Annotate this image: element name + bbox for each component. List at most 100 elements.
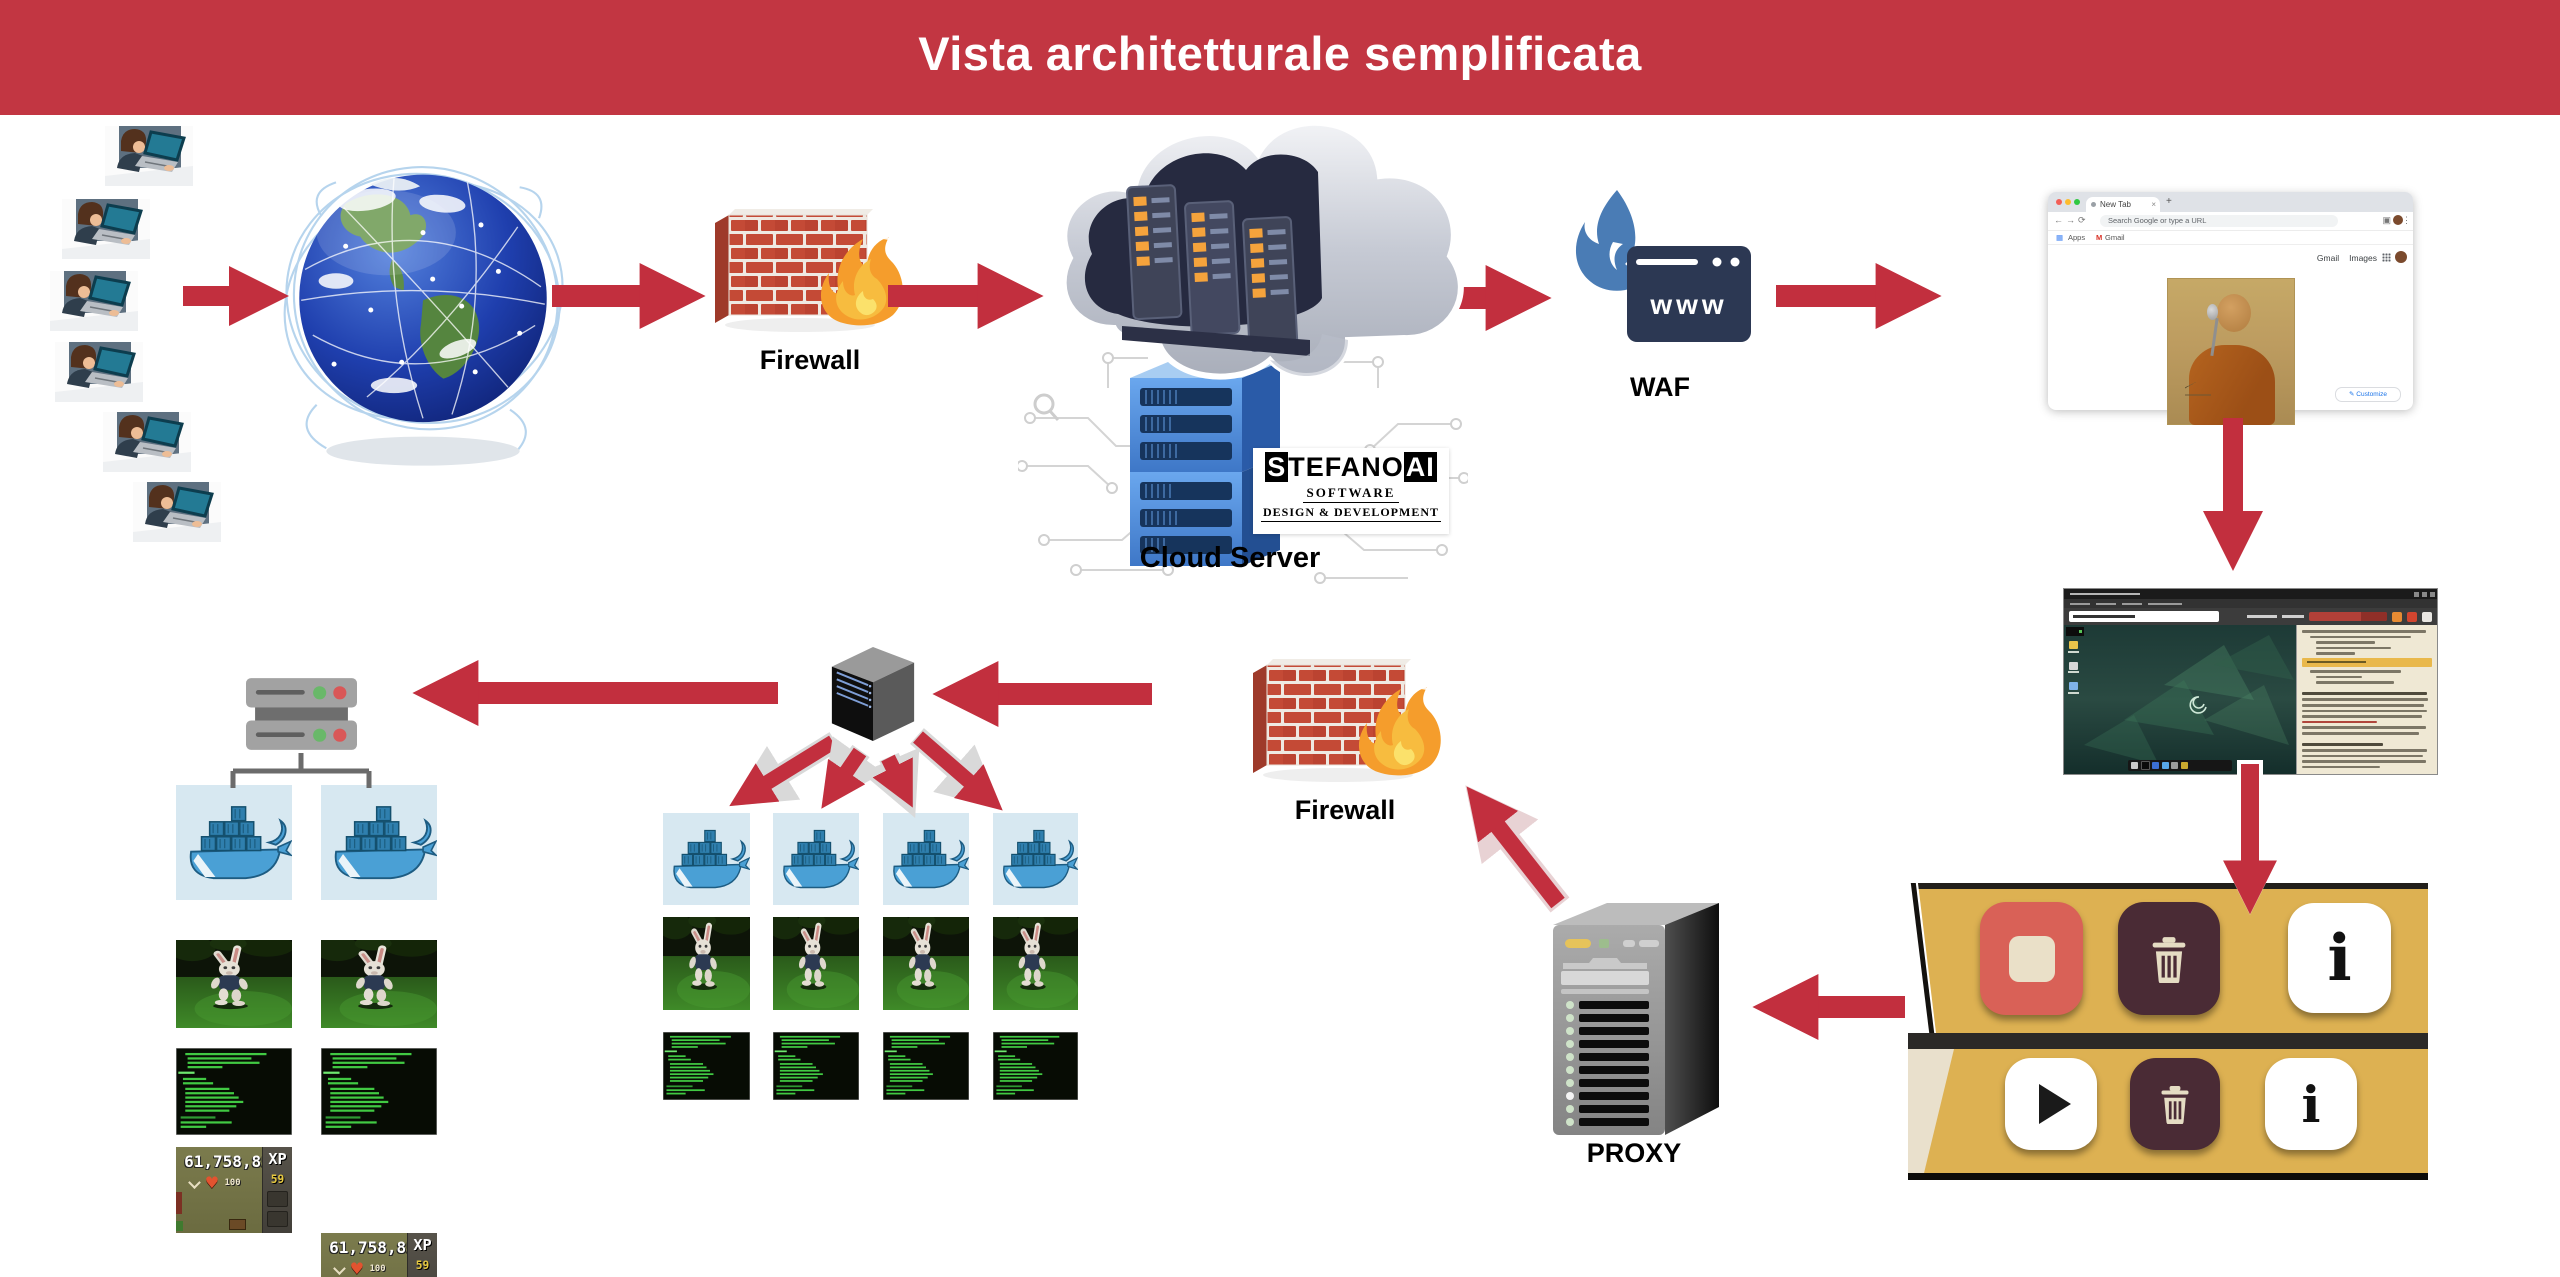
rabbit-stream-capture — [176, 940, 292, 1028]
highlighted-row — [2302, 657, 2432, 667]
row-divider — [1908, 1033, 2428, 1049]
rabbit-stream-capture — [321, 940, 437, 1028]
proxy-label: PROXY — [1586, 1138, 1682, 1168]
browser-window: New Tab× + ← → ⟳ Search Google or type a… — [2048, 192, 2413, 425]
docker-container-icon — [773, 813, 859, 905]
rabbit-stream-capture — [663, 917, 750, 1010]
terminal-log-capture — [993, 1032, 1078, 1100]
docker-container-icon — [993, 813, 1078, 905]
terminal-log-capture — [773, 1032, 859, 1100]
docker-container-icon — [321, 785, 437, 900]
new-tab-content: Gmail Images ✎ Customize — [2048, 245, 2413, 425]
monk-painting — [2166, 278, 2295, 425]
kebab-menu-icon[interactable]: ⋮ — [2402, 215, 2411, 225]
docker-container-icon — [883, 813, 969, 905]
cloud-server-label: Cloud Server — [1139, 542, 1321, 574]
hud-sidebar: XP 59 — [262, 1147, 292, 1233]
desktop-icon[interactable] — [2067, 682, 2079, 694]
spoon-bowl — [2206, 304, 2218, 320]
vm-terminal-icon[interactable] — [2066, 627, 2084, 636]
vm-titlebar[interactable] — [2064, 589, 2437, 599]
bookmark-apps[interactable]: Apps — [2068, 233, 2086, 242]
hud-sidebar: XP 59 — [407, 1233, 437, 1277]
vm-toolbar — [2064, 608, 2437, 625]
vm-taskbar[interactable] — [2128, 760, 2232, 771]
window-maximize[interactable] — [2422, 591, 2427, 597]
customize-button[interactable]: ✎ Customize — [2335, 387, 2401, 402]
vm-button-light[interactable] — [2422, 611, 2432, 622]
debian-desktop — [2064, 625, 2296, 774]
heart-icon: ♥ — [349, 1258, 365, 1277]
stop-icon — [2008, 935, 2055, 982]
monk-head — [2216, 294, 2251, 332]
prayer-value: 59 — [270, 1173, 285, 1187]
apps-grid-icon[interactable]: ▦ — [2056, 233, 2064, 242]
window-minimize[interactable] — [2414, 591, 2419, 597]
browser-tabstrip: New Tab× + — [2048, 192, 2413, 212]
tab-close-icon[interactable]: × — [2151, 200, 2156, 209]
address-bar[interactable]: Search Google or type a URL — [2100, 215, 2338, 227]
terminal-log-capture — [176, 1048, 292, 1135]
delete-button[interactable] — [2130, 1058, 2220, 1150]
vm-button-orange[interactable] — [2392, 611, 2402, 622]
rabbit-stream-capture — [883, 917, 969, 1010]
info-icon: i — [2301, 1074, 2321, 1134]
back-icon[interactable]: ← — [2054, 215, 2063, 225]
container-control-panel: i i — [1908, 883, 2428, 1180]
trash-icon — [2161, 1086, 2189, 1124]
game-xp-hud: 61,758,852♥ 100 XP 59 — [176, 1147, 292, 1233]
desktop-icon[interactable] — [2067, 641, 2079, 653]
tripod — [2184, 381, 2211, 411]
info-button[interactable]: i — [2288, 903, 2391, 1013]
play-icon — [2039, 1084, 2071, 1124]
xp-label: XP — [268, 1150, 287, 1169]
extensions-icon[interactable]: ▣ — [2382, 215, 2391, 225]
vm-progress-bar — [2309, 612, 2387, 621]
gmail-link[interactable]: Gmail — [2316, 253, 2340, 263]
forward-icon[interactable]: → — [2066, 215, 2075, 225]
profile-avatar[interactable] — [2393, 215, 2403, 225]
vm-menubar[interactable] — [2064, 599, 2437, 608]
maximize-traffic-light[interactable] — [2074, 199, 2080, 205]
vm-button-red[interactable] — [2407, 611, 2417, 622]
vm-doc-panel — [2296, 625, 2437, 774]
minimize-traffic-light[interactable] — [2065, 199, 2071, 205]
terminal-log-capture — [663, 1032, 750, 1100]
bookmarks-bar: ▦ Apps M Gmail — [2048, 231, 2413, 245]
browser-tab[interactable]: New Tab× — [2086, 197, 2160, 212]
stop-button[interactable] — [1980, 902, 2083, 1015]
hp-value: 100 — [369, 1263, 386, 1274]
google-apps-icon[interactable] — [2382, 253, 2391, 262]
docker-container-icon — [176, 785, 292, 900]
terminal-log-capture — [883, 1032, 969, 1100]
desktop-icon[interactable] — [2067, 661, 2079, 673]
terminal-log-capture — [321, 1048, 437, 1135]
bookmark-gmail[interactable]: Gmail — [2105, 233, 2125, 242]
window-close[interactable] — [2430, 591, 2435, 597]
xp-counter: 61,758,852 — [184, 1152, 281, 1172]
hp-value: 100 — [224, 1177, 241, 1188]
prayer-value: 59 — [415, 1259, 430, 1273]
new-tab-icon[interactable]: + — [2166, 196, 2172, 207]
reload-icon[interactable]: ⟳ — [2078, 215, 2086, 225]
bow-icon — [333, 1262, 346, 1276]
browser-address-row: ← → ⟳ Search Google or type a URL ▣ ⋮ — [2048, 212, 2413, 231]
heart-icon: ♥ — [204, 1172, 220, 1192]
waf-label: WAF — [1630, 372, 1690, 402]
close-traffic-light[interactable] — [2056, 199, 2062, 205]
images-link[interactable]: Images — [2349, 253, 2377, 263]
page-title: Vista architetturale semplificata — [918, 27, 1642, 80]
account-avatar[interactable] — [2395, 251, 2407, 263]
firewall-top-label: Firewall — [759, 345, 861, 375]
xp-label: XP — [413, 1236, 432, 1255]
vm-address-box[interactable] — [2069, 611, 2219, 622]
trash-icon — [2152, 936, 2186, 983]
delete-button[interactable] — [2118, 902, 2220, 1015]
info-icon: i — [2327, 920, 2352, 996]
gmail-m-icon[interactable]: M — [2096, 233, 2103, 242]
chest-icon — [229, 1218, 247, 1231]
info-button[interactable]: i — [2265, 1058, 2357, 1150]
play-button[interactable] — [2005, 1058, 2097, 1150]
